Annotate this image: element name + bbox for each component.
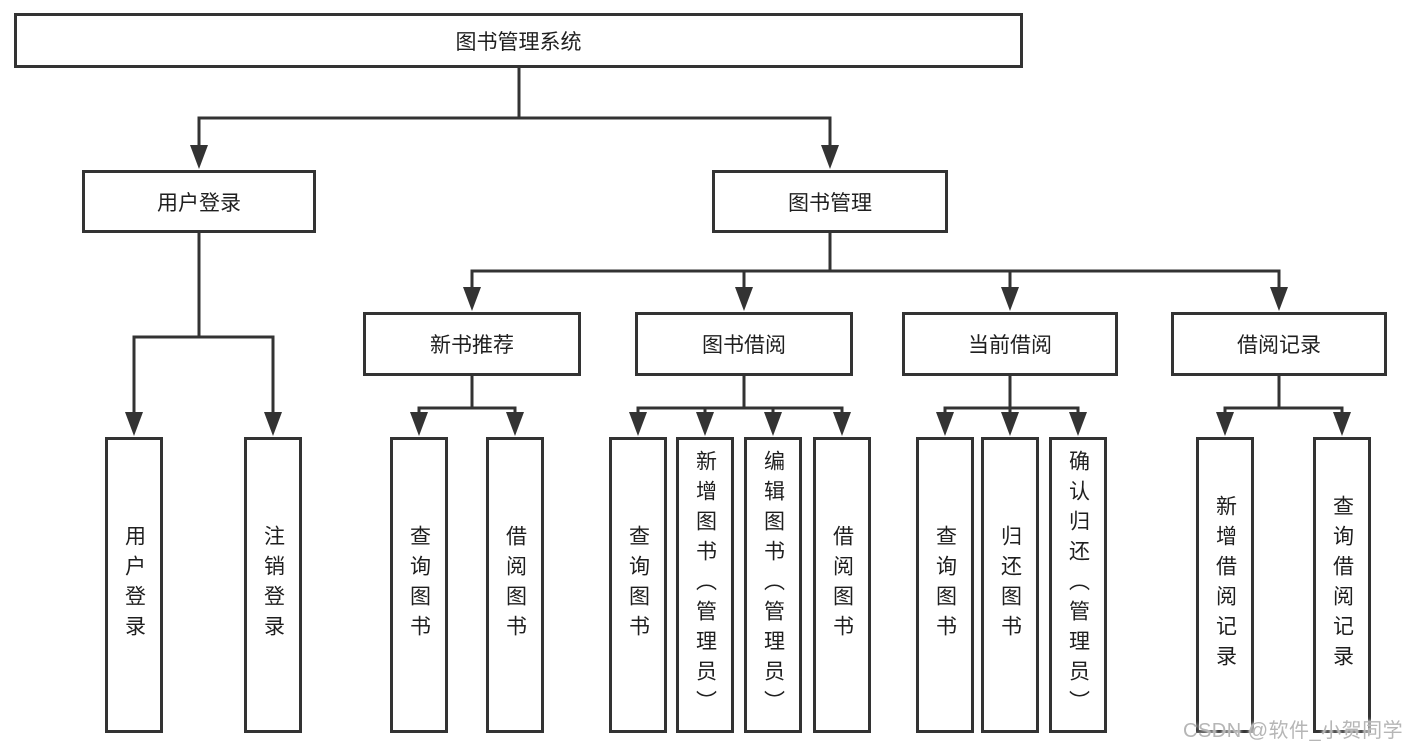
leaf-borrow-books-recommend: 借阅图书 [486, 437, 544, 733]
leaf-query-books-borrowing: 查询图书 [609, 437, 667, 733]
node-root-system: 图书管理系统 [14, 13, 1023, 68]
node-borrowing-records: 借阅记录 [1171, 312, 1387, 376]
node-current-borrowing: 当前借阅 [902, 312, 1118, 376]
node-book-borrowing-label: 图书借阅 [702, 334, 786, 357]
leaf-logout: 注销登录 [244, 437, 302, 733]
leaf-add-borrow-record-label: 新增借阅记录 [1213, 495, 1237, 675]
leaf-query-books-current-label: 查询图书 [933, 525, 957, 645]
node-current-borrowing-label: 当前借阅 [968, 334, 1052, 357]
leaf-add-borrow-record: 新增借阅记录 [1196, 437, 1254, 733]
leaf-borrow-books-recommend-label: 借阅图书 [503, 525, 527, 645]
leaf-add-book-admin: 新增图书（管理员） [676, 437, 734, 733]
leaf-confirm-return-admin-label: 确认归还（管理员） [1066, 450, 1090, 720]
node-book-borrowing: 图书借阅 [635, 312, 853, 376]
leaf-query-books-borrowing-label: 查询图书 [626, 525, 650, 645]
node-book-management: 图书管理 [712, 170, 948, 233]
leaf-return-book: 归还图书 [981, 437, 1039, 733]
node-borrowing-records-label: 借阅记录 [1237, 334, 1321, 357]
node-book-management-label: 图书管理 [788, 191, 872, 215]
leaf-confirm-return-admin: 确认归还（管理员） [1049, 437, 1107, 733]
watermark: CSDN @软件_小贺同学 [1183, 720, 1404, 742]
leaf-query-borrow-record: 查询借阅记录 [1313, 437, 1371, 733]
leaf-edit-book-admin: 编辑图书（管理员） [744, 437, 802, 733]
leaf-borrow-books-label: 借阅图书 [830, 525, 854, 645]
node-new-book-recommend-label: 新书推荐 [430, 334, 514, 357]
leaf-edit-book-admin-label: 编辑图书（管理员） [761, 450, 785, 720]
leaf-query-borrow-record-label: 查询借阅记录 [1330, 495, 1354, 675]
leaf-user-login: 用户登录 [105, 437, 163, 733]
leaf-query-books-recommend: 查询图书 [390, 437, 448, 733]
node-user-login-branch: 用户登录 [82, 170, 316, 233]
node-root-system-label: 图书管理系统 [455, 30, 582, 54]
node-new-book-recommend: 新书推荐 [363, 312, 581, 376]
leaf-add-book-admin-label: 新增图书（管理员） [693, 450, 717, 720]
leaf-logout-label: 注销登录 [261, 525, 285, 645]
node-user-login-branch-label: 用户登录 [157, 191, 241, 215]
leaf-user-login-label: 用户登录 [122, 525, 146, 645]
leaf-query-books-current: 查询图书 [916, 437, 974, 733]
arrowheads [125, 145, 1351, 436]
leaf-return-book-label: 归还图书 [998, 525, 1022, 645]
leaf-query-books-recommend-label: 查询图书 [407, 525, 431, 645]
leaf-borrow-books: 借阅图书 [813, 437, 871, 733]
